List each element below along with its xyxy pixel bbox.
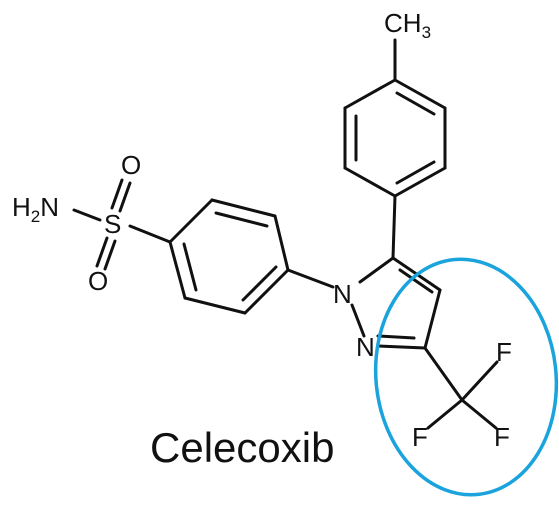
atom-labels: CH3 H2N S O O N N F F F [12,8,512,452]
bond-tolyl-inner-2 [395,160,436,185]
atom-methyl-label: CH3 [384,8,431,42]
atom-oxygen-bottom-label: O [88,266,108,296]
bond-lines [72,38,499,430]
bond-phenyl-inner-3 [241,265,278,302]
bond-phenyl-3 [168,198,214,244]
bond-phenyl-5 [183,296,247,315]
bond-tolyl-inner-1 [395,91,436,116]
bond-cf3-f-top [460,360,499,402]
bond-phenyl-1 [273,214,290,272]
bond-phenyl-inner-2 [182,242,198,292]
bond-tolyl-4 [343,166,397,198]
compound-name: Celecoxib [150,424,334,471]
atom-fluorine-left-label: F [412,422,428,452]
bond-pyrazole-inner-2 [376,334,416,340]
bond-pyrazole-inner-1 [398,268,434,294]
atom-fluorine-top-label: F [496,337,512,367]
bond-pyrazole-n2-c3 [376,344,427,350]
bond-s-nh2 [72,208,102,222]
atom-pyrazole-n2-label: N [356,332,375,362]
bond-phenyl-inner-1 [214,211,269,228]
bond-pyrazole-c5-n1 [358,256,395,284]
cf3-highlight-ellipse [373,257,559,497]
bond-phenyl-sulfur [128,224,172,244]
bond-s-o-bottom-b [103,239,117,271]
bond-tolyl-1 [393,78,447,110]
bond-s-o-top-b [118,181,132,213]
bond-tolyl-3 [393,166,447,198]
atom-sulfur-label: S [104,209,121,239]
atom-fluorine-right-label: F [494,422,510,452]
bond-c3-cf3 [423,346,464,402]
atom-pyrazole-n1-label: N [333,279,352,309]
bond-cf3-f-right [460,398,498,430]
bond-s-o-top-a [110,178,124,210]
bond-pyrazole-n1-n2 [350,303,366,338]
bond-tolyl-pyrazole [391,194,397,260]
bond-phenyl-2 [210,198,277,218]
bond-phenyl-6 [243,268,290,315]
bond-s-o-bottom-a [95,236,109,268]
bond-cf3-f-left [426,398,464,430]
bond-pyrazole-c3-c4 [423,288,442,350]
bond-phenyl-4 [168,240,187,300]
atom-amine-label: H2N [12,192,59,226]
bond-n1-phenyl [286,268,335,289]
bond-tolyl-6 [343,78,397,110]
atom-oxygen-top-label: O [121,150,141,180]
